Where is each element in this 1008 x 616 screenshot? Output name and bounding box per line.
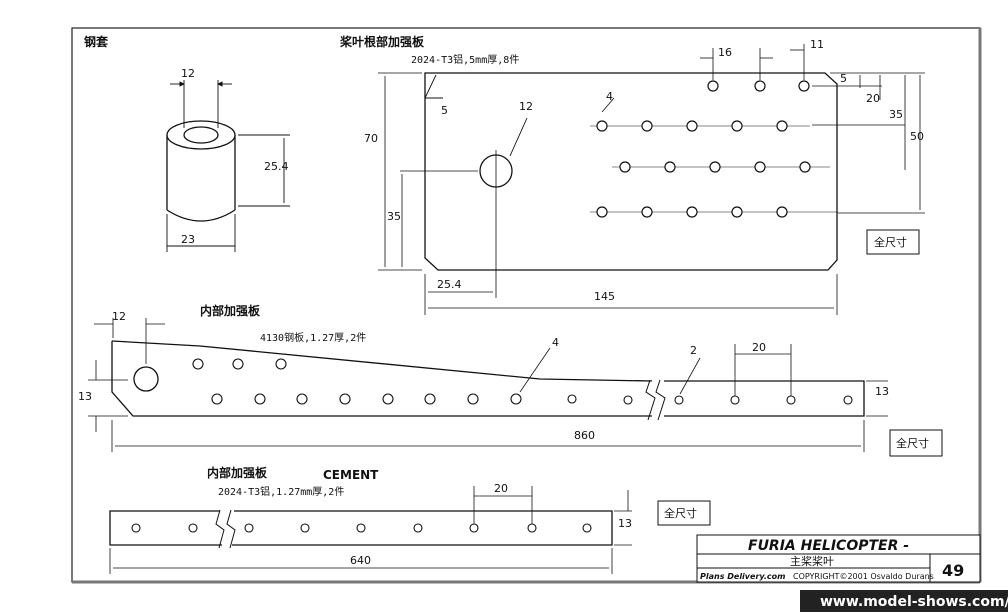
root-plate-holes bbox=[596, 80, 811, 218]
sleeve-drawing bbox=[166, 80, 290, 252]
inner2-dim-spacing: 20 bbox=[494, 482, 508, 495]
root-plate-title: 桨叶根部加强板 bbox=[339, 34, 425, 49]
inner2-holes bbox=[131, 523, 592, 533]
root-dim-small-hole: 4 bbox=[606, 90, 613, 103]
inner2-fullsize-label: 全尺寸 bbox=[664, 506, 697, 520]
root-dim-right3: 35 bbox=[889, 108, 903, 121]
watermark-text: www.model-shows.com/bbs bbox=[820, 594, 1008, 610]
title-block-credit-right: COPYRIGHT©2001 Osvaldo Durans bbox=[793, 572, 934, 581]
inner2-ghost-text: CEMENT bbox=[323, 468, 379, 482]
root-plate-note: 2024-T3铝,5mm厚,8件 bbox=[411, 54, 519, 66]
inner2-title: 内部加强板 bbox=[207, 465, 268, 480]
sleeve-title: 钢套 bbox=[84, 34, 109, 49]
root-dim-right4: 50 bbox=[910, 130, 924, 143]
inner2-note: 2024-T3铝,1.27mm厚,2件 bbox=[218, 486, 344, 498]
inner1-fullsize-label: 全尺寸 bbox=[896, 436, 929, 450]
root-dim-big-hole: 12 bbox=[519, 100, 533, 113]
root-dim-left-height: 70 bbox=[364, 132, 378, 145]
inner1-dim-spacing: 20 bbox=[752, 341, 766, 354]
inner1-note: 4130钢板,1.27厚,2件 bbox=[260, 331, 366, 344]
sleeve-dim-top: 12 bbox=[181, 67, 195, 80]
inner1-dim-top-left: 12 bbox=[112, 310, 126, 323]
inner1-title: 内部加强板 bbox=[200, 303, 261, 318]
inner1-dim-length: 860 bbox=[574, 429, 595, 442]
root-plate-drawing bbox=[378, 44, 925, 315]
inner1-dim-hole: 4 bbox=[552, 336, 559, 349]
root-dim-chamfer: 5 bbox=[441, 104, 448, 117]
inner1-dim-hole2: 2 bbox=[690, 344, 697, 357]
inner2-fullsize-box bbox=[657, 500, 711, 526]
inner1-drawing bbox=[88, 318, 888, 452]
inner2-dim-right: 13 bbox=[618, 517, 632, 530]
root-fullsize-box bbox=[866, 229, 920, 255]
page-number: 49 bbox=[942, 561, 964, 580]
title-block-subtitle: 主桨桨叶 bbox=[790, 554, 834, 568]
root-dim-top2: 11 bbox=[810, 38, 824, 51]
watermark-bar bbox=[800, 590, 1008, 612]
title-block bbox=[696, 534, 981, 583]
root-dim-bottom1: 25.4 bbox=[437, 278, 462, 291]
inner1-holes bbox=[192, 358, 853, 405]
root-dim-right2: 20 bbox=[866, 92, 880, 105]
root-dim-bottom2: 145 bbox=[594, 290, 615, 303]
inner1-dim-left: 13 bbox=[78, 390, 92, 403]
root-dim-left-height2: 35 bbox=[387, 210, 401, 223]
inner1-fullsize-box bbox=[889, 429, 943, 457]
sleeve-dim-height: 25.4 bbox=[264, 160, 289, 173]
title-block-credit-left: Plans Delivery.com bbox=[700, 572, 785, 581]
inner2-drawing bbox=[109, 486, 632, 574]
inner2-dim-length: 640 bbox=[350, 554, 371, 567]
root-dim-right1: 5 bbox=[840, 72, 847, 85]
inner1-dim-right: 13 bbox=[875, 385, 889, 398]
sleeve-dim-bottom: 23 bbox=[181, 233, 195, 246]
root-dim-top1: 16 bbox=[718, 46, 732, 59]
title-block-title: FURIA HELICOPTER - bbox=[748, 538, 909, 554]
root-fullsize-label: 全尺寸 bbox=[874, 235, 907, 249]
